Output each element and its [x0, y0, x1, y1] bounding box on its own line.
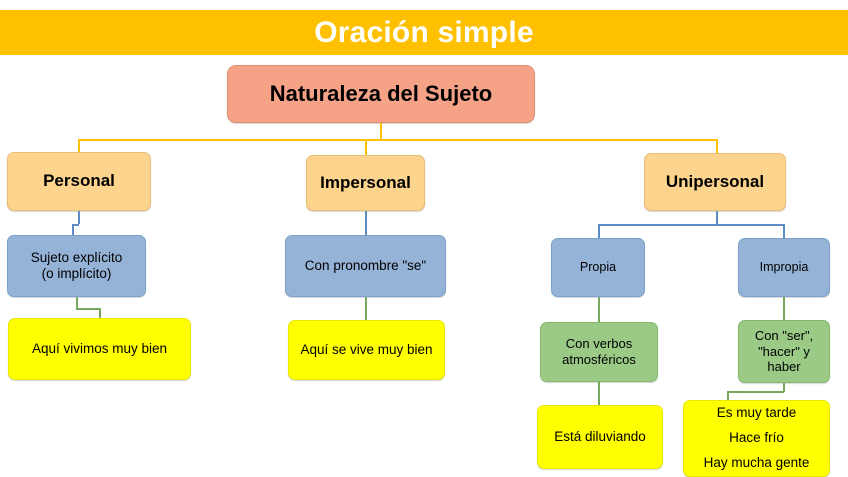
node-personal-label: Personal: [43, 171, 115, 191]
node-unipersonal[interactable]: Unipersonal: [644, 153, 786, 211]
node-propia-label: Propia: [579, 259, 617, 274]
connector-impropia-example-jog: [727, 391, 784, 393]
connector-root-trunk: [380, 123, 382, 140]
connector-drop-impropia: [783, 224, 785, 238]
connector-impersonal-detail-to-example: [365, 297, 367, 320]
connector-impropia-example-drop: [727, 391, 729, 401]
connector-drop-propia: [598, 224, 600, 238]
connector-drop-impersonal: [365, 139, 367, 155]
connector-impropia-to-detail: [783, 297, 785, 321]
connector-personal-example-drop: [99, 308, 101, 319]
connector-personal-detail-to-example: [76, 297, 78, 309]
node-impropia[interactable]: Impropia: [738, 238, 830, 297]
node-example-impropia-line3: Hay mucha gente: [703, 454, 810, 470]
title-banner: Oración simple: [0, 10, 848, 55]
node-con-verbos-atmosfericos-line1: Con verbos: [565, 336, 633, 352]
node-con-pronombre-se-label: Con pronombre "se": [304, 257, 427, 273]
connector-propia-to-detail: [598, 297, 600, 322]
node-impersonal[interactable]: Impersonal: [306, 155, 425, 211]
node-example-aqui-se-vive-label: Aquí se vive muy bien: [300, 341, 433, 357]
node-example-impropia-line1: Es muy tarde: [716, 405, 797, 421]
connector-personal-detail-drop: [72, 224, 74, 236]
page-title: Oración simple: [314, 15, 534, 49]
node-sujeto-explicito-line2: (o implícito): [41, 266, 112, 281]
connector-unipersonal-trunk: [716, 211, 718, 224]
node-example-esta-diluviando-label: Está diluviando: [554, 428, 646, 444]
connector-personal-to-detail: [78, 211, 80, 224]
node-sujeto-explicito[interactable]: Sujeto explícito (o implícito): [7, 235, 146, 297]
node-propia[interactable]: Propia: [551, 238, 645, 297]
node-con-ser-hacer-haber-line3: haber: [767, 359, 801, 375]
connector-personal-detail-jog: [72, 224, 79, 226]
node-con-pronombre-se[interactable]: Con pronombre "se": [285, 235, 446, 297]
connector-propia-detail-to-example: [598, 382, 600, 405]
node-con-verbos-atmosfericos[interactable]: Con verbos atmosféricos: [540, 322, 658, 382]
connector-unipersonal-bus: [598, 224, 784, 226]
connector-level1-bus: [78, 139, 717, 141]
node-sujeto-explicito-line1: Sujeto explícito: [30, 249, 123, 265]
node-con-ser-hacer-haber-line2: "hacer" y: [758, 343, 810, 359]
node-example-aqui-vivimos-label: Aquí vivimos muy bien: [31, 340, 168, 356]
node-unipersonal-label: Unipersonal: [665, 171, 765, 191]
node-con-ser-hacer-haber[interactable]: Con "ser", "hacer" y haber: [738, 320, 830, 383]
node-example-aqui-vivimos[interactable]: Aquí vivimos muy bien: [8, 318, 191, 380]
node-impersonal-label: Impersonal: [320, 172, 411, 192]
node-example-impropia-line2: Hace frío: [729, 430, 784, 446]
node-example-impropia-list[interactable]: Es muy tarde Hace frío Hay mucha gente: [683, 400, 830, 477]
connector-personal-example-jog: [76, 308, 100, 310]
node-example-esta-diluviando[interactable]: Está diluviando: [537, 405, 663, 469]
connector-impersonal-to-detail: [365, 211, 367, 236]
node-root-naturaleza-del-sujeto[interactable]: Naturaleza del Sujeto: [227, 65, 535, 123]
connector-drop-personal: [78, 139, 80, 153]
node-root-label: Naturaleza del Sujeto: [269, 80, 493, 106]
connector-drop-unipersonal: [716, 139, 718, 153]
node-impropia-label: Impropia: [759, 259, 809, 274]
node-con-verbos-atmosfericos-line2: atmosféricos: [562, 352, 636, 367]
node-con-ser-hacer-haber-line1: Con "ser",: [754, 327, 814, 343]
node-personal[interactable]: Personal: [7, 152, 151, 211]
node-example-aqui-se-vive[interactable]: Aquí se vive muy bien: [288, 320, 445, 380]
connector-impropia-detail-to-example: [783, 383, 785, 392]
